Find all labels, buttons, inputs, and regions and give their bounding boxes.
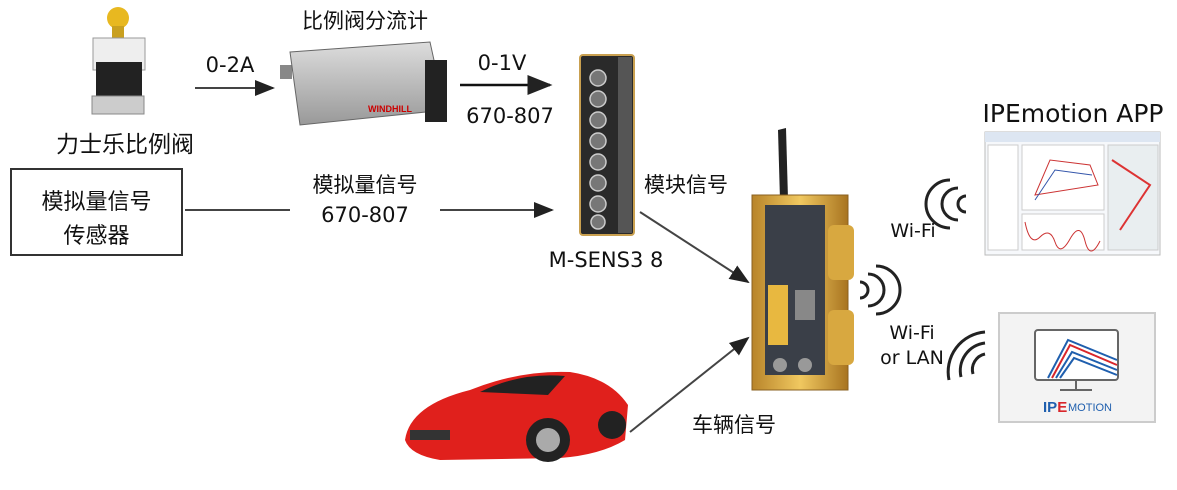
app-title: IPEmotion APP [982, 99, 1164, 128]
motion-logo-text: MOTION [1068, 402, 1112, 414]
module-signal-label: 模块信号 [644, 173, 728, 197]
ipemotion-logo-box: IPE MOTION [998, 312, 1156, 423]
analog-signal-label: 模拟量信号 [312, 173, 418, 197]
wifi-label: Wi-Fi [890, 220, 936, 242]
wifi-waves-app-icon [924, 178, 967, 230]
current-label: 0-2A [205, 53, 255, 77]
msens-label: M-SENS3 8 [548, 248, 664, 272]
vehicle-signal-label: 车辆信号 [692, 413, 776, 437]
wifi-waves-device-icon [859, 264, 902, 316]
sensor-box-line1: 模拟量信号 [41, 190, 152, 215]
arrow-vehicle-signal [629, 336, 750, 433]
splitter-brand: WINDHILL [368, 104, 412, 114]
analog-sensor-box: 模拟量信号 传感器 [10, 168, 183, 256]
gateway-device-image [751, 128, 854, 391]
valve-splitter-image: WINDHILL [280, 41, 447, 126]
wifi-waves-pc-icon [946, 330, 986, 381]
ipemotion-app-screenshot [984, 131, 1161, 256]
ipe-logo-text: IPE [1043, 399, 1067, 416]
sports-car-image [405, 371, 628, 462]
arrow-module-signal [639, 211, 750, 284]
splitter-label: 比例阀分流计 [302, 9, 428, 33]
valve-label: 力士乐比例阀 [56, 132, 194, 158]
msens-module-image [579, 54, 635, 236]
proportional-valve-image [91, 7, 146, 115]
voltage-label: 0-1V [477, 51, 527, 75]
wifi-lan-label-line2: or LAN [880, 347, 944, 369]
wifi-lan-label-line1: Wi-Fi [889, 322, 935, 344]
sensor-box-line2: 传感器 [63, 224, 130, 249]
voltage-code-label: 670-807 [466, 104, 554, 128]
analog-code-label: 670-807 [321, 203, 409, 227]
